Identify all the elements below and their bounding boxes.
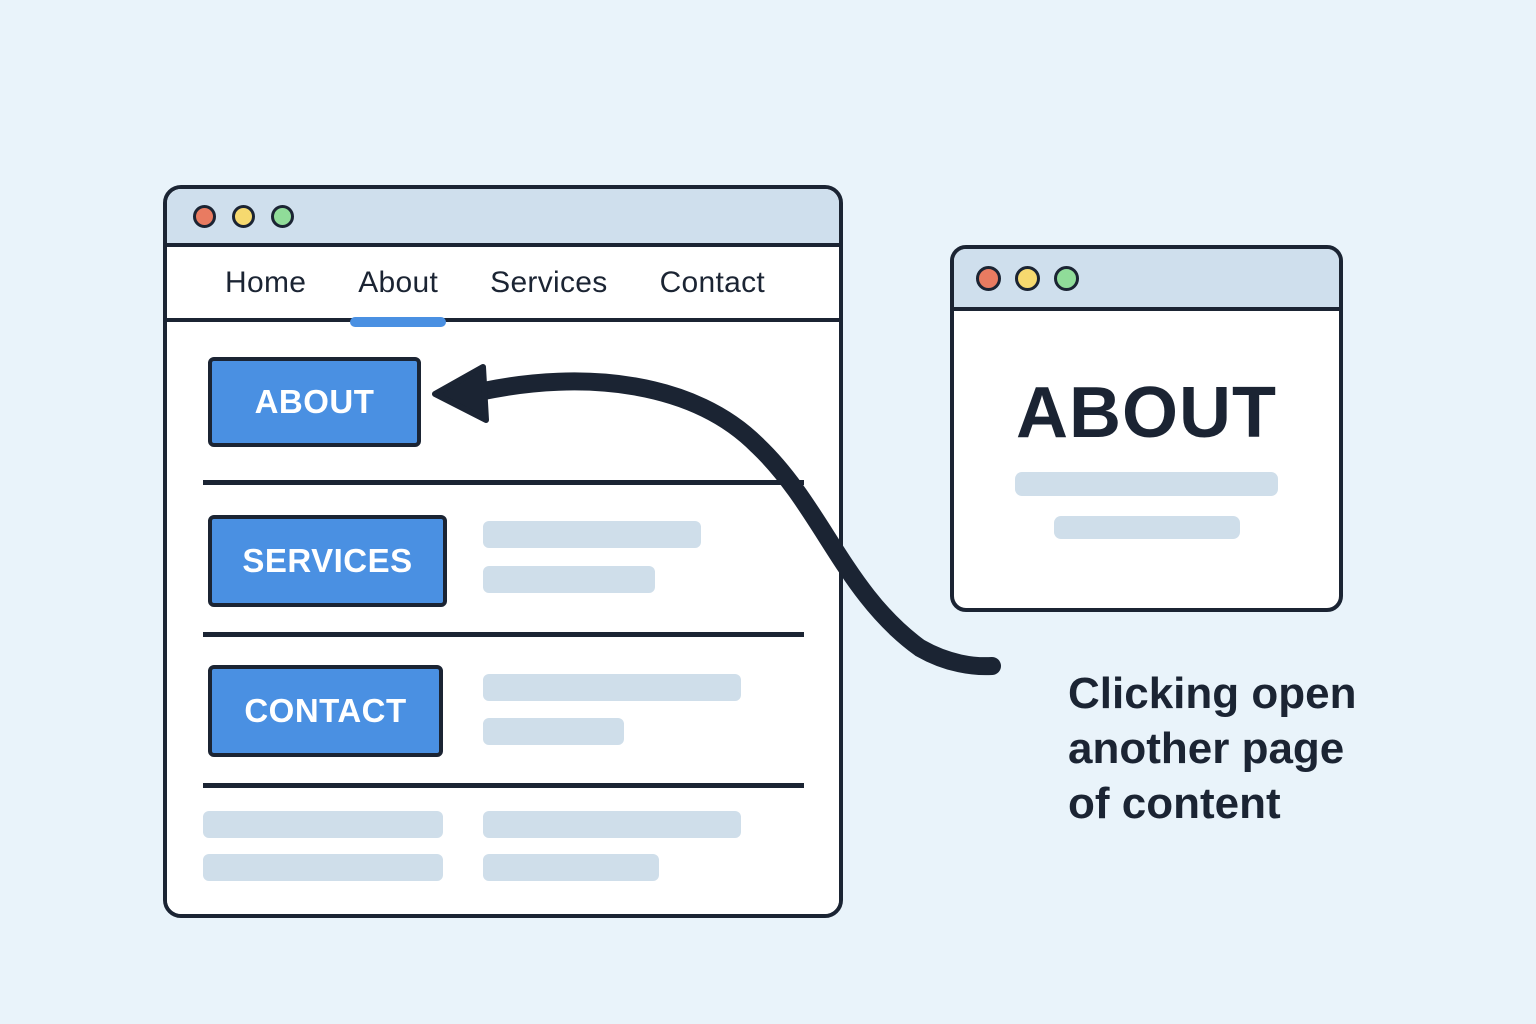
page-content: ABOUT SERVICES CONTACT xyxy=(167,322,839,914)
contact-section-button[interactable]: CONTACT xyxy=(208,665,443,757)
nav-item-contact[interactable]: Contact xyxy=(659,265,766,299)
placeholder-text-bar xyxy=(203,811,443,838)
maximize-icon[interactable] xyxy=(271,204,294,228)
placeholder-text-bar xyxy=(483,674,741,701)
browser-window-result: ABOUT xyxy=(950,245,1343,612)
minimize-icon[interactable] xyxy=(1015,265,1040,291)
placeholder-text-bar xyxy=(1053,516,1240,539)
placeholder-text-bar xyxy=(203,854,443,881)
close-icon[interactable] xyxy=(976,265,1001,291)
maximize-icon[interactable] xyxy=(1054,265,1079,291)
main-window-titlebar xyxy=(167,189,839,247)
about-section-button[interactable]: ABOUT xyxy=(208,357,421,447)
placeholder-text-bar xyxy=(483,854,659,881)
close-icon[interactable] xyxy=(193,204,216,228)
minimize-icon[interactable] xyxy=(232,204,255,228)
about-page-title: ABOUT xyxy=(1016,373,1277,453)
placeholder-text-bar xyxy=(483,521,701,548)
section-divider xyxy=(203,783,804,788)
nav-item-about[interactable]: About xyxy=(350,247,447,327)
section-divider xyxy=(203,480,804,485)
nav-item-services[interactable]: Services xyxy=(490,265,608,299)
result-page-body: ABOUT xyxy=(954,373,1339,539)
placeholder-text-bar xyxy=(1015,472,1278,496)
placeholder-text-bar xyxy=(483,566,655,593)
section-divider xyxy=(203,632,804,637)
nav-item-home[interactable]: Home xyxy=(225,265,307,299)
placeholder-text-bar xyxy=(483,811,741,838)
caption-text: Clicking open another page of content xyxy=(1068,669,1357,828)
services-section-button[interactable]: SERVICES xyxy=(208,515,447,607)
browser-window-main: Home About Services Contact ABOUT SERVIC… xyxy=(163,185,843,918)
nav-bar: Home About Services Contact xyxy=(167,247,839,327)
result-window-titlebar xyxy=(954,249,1339,311)
placeholder-text-bar xyxy=(483,718,624,745)
